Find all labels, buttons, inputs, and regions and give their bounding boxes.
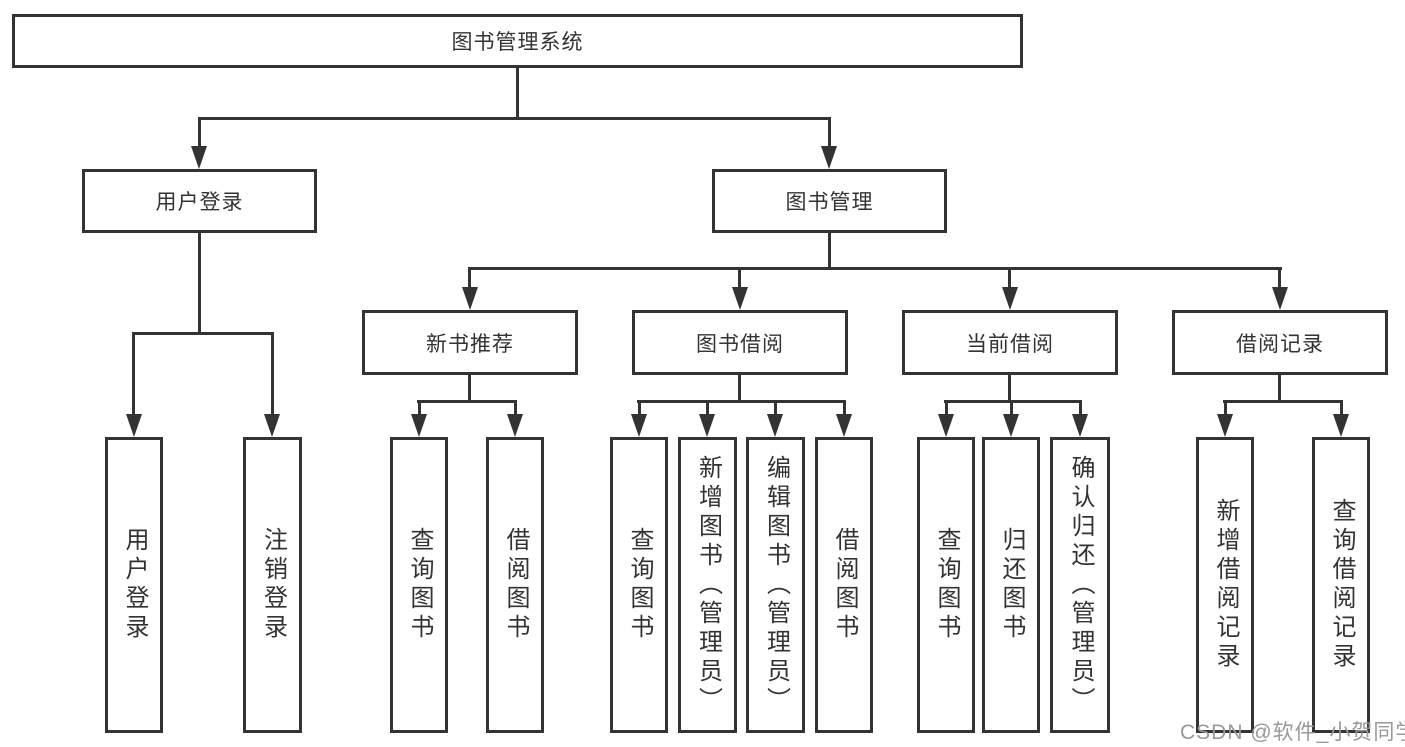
edge-drop (774, 400, 777, 416)
arrow-down-icon (462, 287, 478, 310)
edge-book-mgmt-drop (828, 117, 831, 147)
arrow-down-icon (411, 414, 427, 437)
leaf-edit-book-admin: 编辑图书（管理员） (746, 437, 805, 733)
node-borrow-record: 借阅记录 (1172, 310, 1388, 375)
node-user-login: 用户登录 (82, 169, 317, 233)
arrow-down-icon (264, 414, 280, 437)
node-new-book-recommend: 新书推荐 (362, 310, 578, 375)
node-library-management-system: 图书管理系统 (12, 14, 1023, 68)
edge-drop (1079, 400, 1082, 416)
edge-drop (468, 267, 471, 289)
leaf-borrow-book-recommend: 借阅图书 (486, 437, 544, 733)
edge-root-stem (516, 68, 519, 118)
arrow-down-icon (1217, 414, 1233, 437)
edge-stem (1008, 375, 1011, 403)
watermark: CSDN @软件_小贺同学 (1180, 721, 1405, 744)
edge-book-mgmt-stem (828, 233, 831, 270)
edge-drop (132, 332, 135, 416)
arrow-down-icon (126, 414, 142, 437)
arrow-down-icon (821, 146, 837, 169)
leaf-query-book-borrow: 查询图书 (610, 437, 668, 733)
edge-user-login-drop (198, 117, 201, 147)
edge-drop (638, 400, 641, 416)
leaf-confirm-return-admin: 确认归还（管理员） (1050, 437, 1110, 733)
edge-stem (1278, 375, 1281, 403)
edge-drop (945, 400, 948, 416)
edge-bar (637, 400, 846, 403)
arrow-down-icon (767, 414, 783, 437)
arrow-down-icon (1272, 287, 1288, 310)
arrow-down-icon (732, 287, 748, 310)
node-current-borrow: 当前借阅 (902, 310, 1118, 375)
arrow-down-icon (507, 414, 523, 437)
arrow-down-icon (1002, 287, 1018, 310)
leaf-add-borrow-record: 新增借阅记录 (1196, 437, 1254, 733)
arrow-down-icon (1333, 414, 1349, 437)
leaf-add-book-admin: 新增图书（管理员） (678, 437, 737, 733)
edge-drop (706, 400, 709, 416)
edge-bar (944, 400, 1082, 403)
leaf-query-book-recommend: 查询图书 (390, 437, 448, 733)
edge-root-bar (198, 117, 831, 120)
leaf-borrow-book: 借阅图书 (815, 437, 873, 733)
leaf-user-login: 用户登录 (105, 437, 163, 733)
arrow-down-icon (631, 414, 647, 437)
edge-drop (514, 400, 517, 416)
edge-drop (1340, 400, 1343, 416)
leaf-query-borrow-record: 查询借阅记录 (1312, 437, 1370, 733)
edge-drop (271, 332, 274, 416)
edge-drop (738, 267, 741, 289)
edge-book-mgmt-bar (468, 267, 1282, 270)
edge-drop (843, 400, 846, 416)
edge-drop (1224, 400, 1227, 416)
leaf-return-book: 归还图书 (982, 437, 1040, 733)
arrow-down-icon (938, 414, 954, 437)
arrow-down-icon (836, 414, 852, 437)
node-book-borrow: 图书借阅 (632, 310, 848, 375)
edge-drop (1278, 267, 1281, 289)
arrow-down-icon (1003, 414, 1019, 437)
arrow-down-icon (191, 146, 207, 169)
edge-drop (1008, 267, 1011, 289)
edge-stem (468, 375, 471, 403)
edge-bar (1223, 400, 1343, 403)
leaf-logout: 注销登录 (243, 437, 302, 733)
arrow-down-icon (699, 414, 715, 437)
node-book-management: 图书管理 (712, 169, 947, 233)
edge-stem (738, 375, 741, 403)
edge-drop (418, 400, 421, 416)
edge-user-login-bar (132, 332, 274, 335)
edge-user-login-stem (198, 233, 201, 335)
leaf-query-book-current: 查询图书 (917, 437, 975, 733)
edge-bar (417, 400, 517, 403)
edge-drop (1010, 400, 1013, 416)
arrow-down-icon (1072, 414, 1088, 437)
